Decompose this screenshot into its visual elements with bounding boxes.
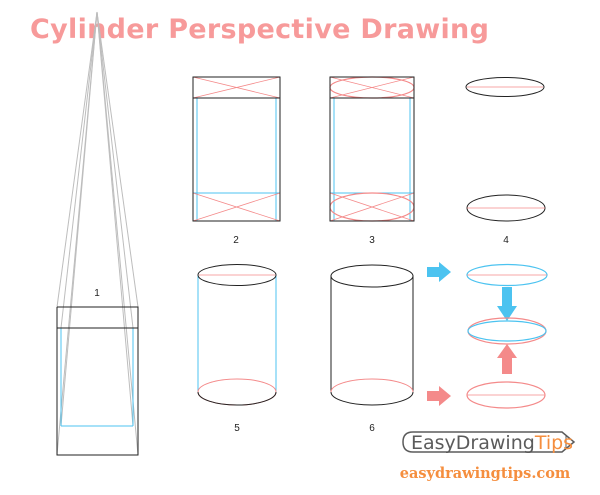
page-title: Cylinder Perspective Drawing xyxy=(30,14,490,45)
blue-arrow-down-icon xyxy=(497,287,517,321)
step-2-box-with-diagonals: 2 xyxy=(192,76,281,246)
hidden-edges xyxy=(60,328,134,427)
vanishing-lines xyxy=(56,11,139,456)
box-outline xyxy=(56,306,139,456)
side-lines xyxy=(197,275,277,392)
blue-overlay-ellipse xyxy=(467,320,547,342)
logo-pencil-shape xyxy=(402,431,576,453)
easydrawingtips-logo: EasyDrawingTips xyxy=(402,431,576,454)
box-outline xyxy=(192,76,281,222)
step-6-finished-cylinder: 6 xyxy=(330,264,414,434)
blue-arrow-right-icon xyxy=(427,262,451,282)
step-3-label: 3 xyxy=(369,235,375,246)
step-2-label: 2 xyxy=(233,235,239,246)
box-outline xyxy=(329,76,415,222)
top-ellipse xyxy=(465,77,545,97)
red-arrow-right-icon xyxy=(427,386,451,406)
top-ellipse xyxy=(197,264,277,286)
red-overlay-ellipse xyxy=(467,317,547,345)
step-6-label: 6 xyxy=(369,423,375,434)
step-1-label: 1 xyxy=(94,288,100,299)
diagonals-and-ellipses xyxy=(329,76,415,222)
ellipse-comparison xyxy=(427,262,548,409)
logo-text: EasyDrawingTips xyxy=(411,432,573,454)
diagonals xyxy=(192,76,281,222)
step-5-cylinder-construction: 5 xyxy=(197,264,277,434)
step-5-label: 5 xyxy=(234,423,240,434)
step-4-ellipses: 4 xyxy=(465,77,546,246)
step-1-perspective-box: 1 xyxy=(56,11,139,456)
red-arrow-up-icon xyxy=(497,344,517,374)
top-ellipse xyxy=(330,264,414,288)
inner-edges xyxy=(330,98,414,221)
inner-edges xyxy=(193,98,280,221)
website-url: easydrawingtips.com xyxy=(400,465,571,482)
step-4-label: 4 xyxy=(503,235,509,246)
step-3-box-with-ellipses: 3 xyxy=(329,76,415,246)
